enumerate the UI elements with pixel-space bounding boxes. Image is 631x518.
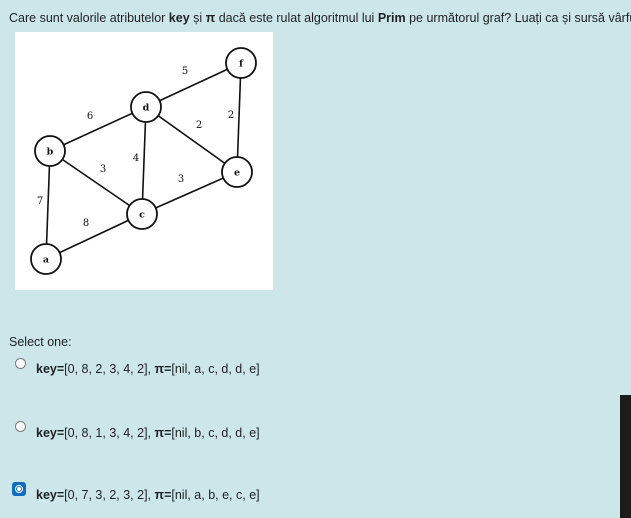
graph-edges (45, 62, 242, 260)
radio-button-1[interactable] (15, 358, 26, 369)
edge-weight-a-b: 7 (37, 196, 43, 207)
option-1-key-value: [0, 8, 2, 3, 4, 2] (64, 362, 148, 376)
option-1-pi-value: [nil, a, c, d, d, e] (171, 362, 260, 376)
node-circle-b (34, 135, 66, 167)
graph-diagram: 7 8 3 6 4 3 2 5 2 a b c d e f (30, 47, 257, 275)
graph-node-d: d (130, 91, 162, 123)
question-pi-word: π (205, 11, 216, 25)
edge-d-f (145, 62, 242, 108)
node-label-c: c (139, 210, 145, 221)
edge-e-f (236, 62, 242, 173)
graph-node-f: f (225, 47, 257, 79)
question-prim-word: Prim (377, 11, 406, 25)
node-circle-c (126, 198, 158, 230)
node-label-d: d (143, 103, 150, 114)
answer-option-3[interactable]: key=[0, 7, 3, 2, 3, 2], π=[nil, a, b, e,… (0, 482, 600, 506)
edge-weight-c-e: 3 (178, 174, 184, 185)
node-label-f: f (239, 59, 244, 70)
answer-option-1-label[interactable]: key=[0, 8, 2, 3, 4, 2], π=[nil, a, c, d,… (36, 362, 260, 376)
edge-c-d (141, 106, 147, 215)
edge-a-c (45, 213, 143, 260)
option-1-pi-label: π= (154, 362, 172, 376)
edge-weight-a-c: 8 (83, 218, 89, 229)
answer-option-2[interactable]: key=[0, 8, 1, 3, 4, 2], π=[nil, b, c, d,… (0, 420, 600, 444)
question-part4: pe următorul graf? Luați ca și sursă vâr… (405, 11, 631, 25)
option-2-key-label: key= (36, 426, 65, 440)
answer-option-2-label[interactable]: key=[0, 8, 1, 3, 4, 2], π=[nil, b, c, d,… (36, 426, 260, 440)
edge-a-b (45, 150, 51, 260)
option-2-pi-label: π= (154, 426, 172, 440)
question-part1: Care sunt valorile atributelor (9, 11, 169, 25)
edge-weight-b-c: 3 (100, 164, 106, 175)
edge-d-e (145, 106, 238, 173)
graph-node-a: a (30, 243, 62, 275)
node-circle-a (30, 243, 62, 275)
node-label-a: a (43, 255, 49, 266)
question-key-word: key (168, 11, 190, 25)
question-text: Care sunt valorile atributelor key și π … (9, 10, 631, 26)
radio-checked-dot-icon (17, 487, 21, 491)
graph-edge-weights: 7 8 3 6 4 3 2 5 2 (37, 66, 234, 229)
option-2-pi-value: [nil, b, c, d, d, e] (171, 426, 260, 440)
graph-node-c: c (126, 198, 158, 230)
edge-c-e (141, 171, 238, 215)
option-2-separator: , (147, 426, 155, 440)
edge-weight-e-f: 2 (228, 110, 234, 121)
node-label-e: e (234, 168, 240, 179)
node-circle-e (221, 156, 253, 188)
edge-weight-c-d: 4 (133, 153, 139, 164)
option-1-key-label: key= (36, 362, 65, 376)
option-2-key-value: [0, 8, 1, 3, 4, 2] (64, 426, 148, 440)
edge-weight-d-e: 2 (196, 120, 202, 131)
window-edge-strip (620, 395, 631, 518)
edge-b-d (49, 106, 147, 152)
node-circle-d (130, 91, 162, 123)
select-one-label: Select one: (9, 335, 72, 349)
option-3-separator: , (147, 488, 155, 502)
question-part2: și (189, 11, 206, 25)
option-3-key-label: key= (36, 488, 65, 502)
graph-node-e: e (221, 156, 253, 188)
option-3-pi-label: π= (154, 488, 172, 502)
graph-image: 7 8 3 6 4 3 2 5 2 a b c d e f (15, 32, 273, 290)
graph-node-b: b (34, 135, 66, 167)
graph-nodes: a b c d e f (30, 47, 257, 275)
option-3-pi-value: [nil, a, b, e, c, e] (171, 488, 260, 502)
radio-button-3-checked[interactable] (12, 482, 26, 496)
edge-weight-b-d: 6 (87, 111, 93, 122)
node-label-b: b (47, 147, 54, 158)
question-part3: dacă este rulat algoritmul lui (215, 11, 378, 25)
node-circle-f (225, 47, 257, 79)
answer-option-1[interactable]: key=[0, 8, 2, 3, 4, 2], π=[nil, a, c, d,… (0, 356, 600, 380)
radio-button-2[interactable] (15, 421, 26, 432)
edge-b-c (49, 150, 143, 215)
option-3-key-value: [0, 7, 3, 2, 3, 2] (64, 488, 148, 502)
edge-weight-d-f: 5 (182, 66, 188, 77)
option-1-separator: , (147, 362, 155, 376)
answer-option-3-label[interactable]: key=[0, 7, 3, 2, 3, 2], π=[nil, a, b, e,… (36, 488, 260, 502)
